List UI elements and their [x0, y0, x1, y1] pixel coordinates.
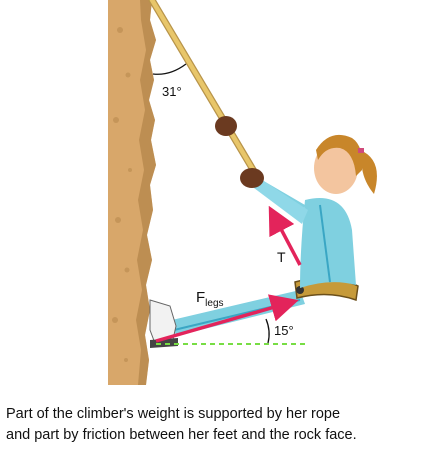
caption-line-1: Part of the climber's weight is supporte…: [6, 406, 341, 422]
legs-angle-arc: [265, 318, 270, 344]
tension-arrow: [268, 205, 302, 266]
rope-angle-label: 31°: [162, 84, 182, 99]
climber-diagram: 31° T: [108, 0, 377, 385]
glove-icon: [215, 116, 264, 188]
head-icon: [314, 134, 377, 194]
climber-figure: [149, 116, 377, 348]
legs-force-arrow: [155, 294, 299, 343]
figure-caption: Part of the climber's weight is supporte…: [6, 404, 418, 446]
legs-force-label-main: F: [196, 289, 205, 306]
legs-force-label: Flegs: [196, 289, 224, 309]
rope: [148, 0, 262, 182]
shoe-icon: [149, 299, 178, 348]
legs-force-label-sub: legs: [205, 298, 223, 309]
rope-angle-arc: [152, 63, 187, 75]
legs-angle-label: 15°: [274, 323, 294, 338]
caption-line-2: and part by friction between her feet an…: [6, 427, 357, 443]
tension-label: T: [277, 249, 286, 265]
rock-face: [108, 0, 156, 385]
